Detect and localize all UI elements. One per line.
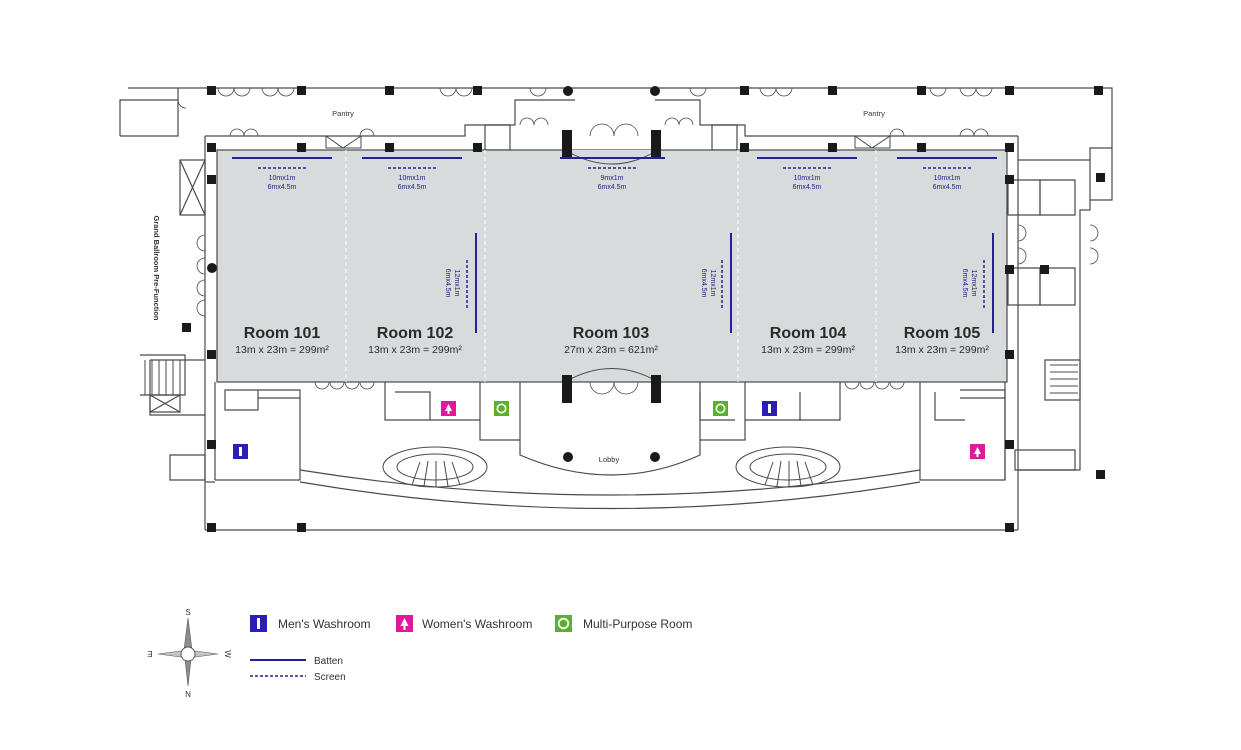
compass-south: S (185, 608, 190, 617)
ballroom-top-notch (564, 149, 659, 165)
room-name: Room 102 (377, 325, 454, 342)
room-labels: Room 101 13m x 23m = 299m² Room 102 13m … (235, 325, 989, 356)
side-screen-label: 6mx4.5m (700, 269, 707, 298)
ballroom-bottom-notch (564, 368, 659, 383)
room-name: Room 103 (573, 325, 650, 342)
room-name: Room 101 (244, 325, 321, 342)
top-batten-label: 10mx1m (269, 175, 296, 182)
side-screen-label: 6mx4.5m (444, 269, 451, 298)
legend-mens-label: Men's Washroom (278, 617, 371, 631)
legend-batten-label: Batten (314, 656, 343, 667)
compass-west: W (223, 650, 232, 658)
side-batten-label: 12mx1m (453, 270, 460, 297)
legend-multi-purpose-label: Multi-Purpose Room (583, 617, 692, 631)
side-battens (475, 233, 994, 333)
top-screen-label: 6mx4.5m (268, 184, 297, 191)
room-partitions (345, 150, 877, 382)
structural-columns (182, 86, 1105, 532)
compass-rose: S N E W (147, 608, 232, 699)
side-screen-label: 6mx4.5m (961, 269, 968, 298)
pantry-left-label: Pantry (332, 109, 354, 118)
legend: Men's Washroom Women's Washroom Multi-Pu… (250, 615, 692, 683)
prefunction-label: Grand Ballroom Pre-Function (152, 215, 161, 320)
compass-east: E (147, 649, 152, 658)
room-size: 13m x 23m = 299m² (235, 344, 329, 356)
lobby-label: Lobby (599, 455, 620, 464)
top-screen-label: 6mx4.5m (793, 184, 822, 191)
pantry-right-label: Pantry (863, 109, 885, 118)
top-batten-label: 10mx1m (794, 175, 821, 182)
room-name: Room 105 (904, 325, 981, 342)
legend-mens-icon (250, 615, 267, 632)
pantry-boxes (325, 135, 891, 149)
side-screens (466, 260, 985, 308)
top-screen-label: 6mx4.5m (933, 184, 962, 191)
door-swings (177, 87, 1099, 395)
room-size: 13m x 23m = 299m² (895, 344, 989, 356)
mens-washroom-icon (762, 401, 777, 416)
top-screen-labels: 10mx1m 6mx4.5m 10mx1m 6mx4.5m 9mx1m 6mx4… (268, 175, 962, 191)
top-batten-label: 10mx1m (399, 175, 426, 182)
side-screen-labels: 12mx1m 6mx4.5m 12mx1m 6mx4.5m 12mx1m 6mx… (444, 269, 977, 298)
staircases (144, 360, 1078, 488)
legend-multi-purpose-icon (555, 615, 572, 632)
compass-north: N (185, 690, 191, 699)
top-screen-label: 6mx4.5m (598, 184, 627, 191)
womens-washroom-icon (441, 401, 456, 416)
top-screen-label: 6mx4.5m (398, 184, 427, 191)
multi-purpose-room-icon (494, 401, 509, 416)
legend-screen-label: Screen (314, 672, 346, 683)
side-batten-label: 12mx1m (970, 270, 977, 297)
room-size: 27m x 23m = 621m² (564, 344, 658, 356)
room-name: Room 104 (770, 325, 847, 342)
ballroom-floor (216, 149, 1008, 383)
room-size: 13m x 23m = 299m² (368, 344, 462, 356)
womens-washroom-icon (970, 444, 985, 459)
room-size: 13m x 23m = 299m² (761, 344, 855, 356)
side-batten-label: 12mx1m (709, 270, 716, 297)
multi-purpose-room-icon (713, 401, 728, 416)
legend-womens-icon (396, 615, 413, 632)
top-batten-label: 9mx1m (601, 175, 624, 182)
top-batten-label: 10mx1m (934, 175, 961, 182)
mens-washroom-icon (233, 444, 248, 459)
legend-womens-label: Women's Washroom (422, 617, 532, 631)
